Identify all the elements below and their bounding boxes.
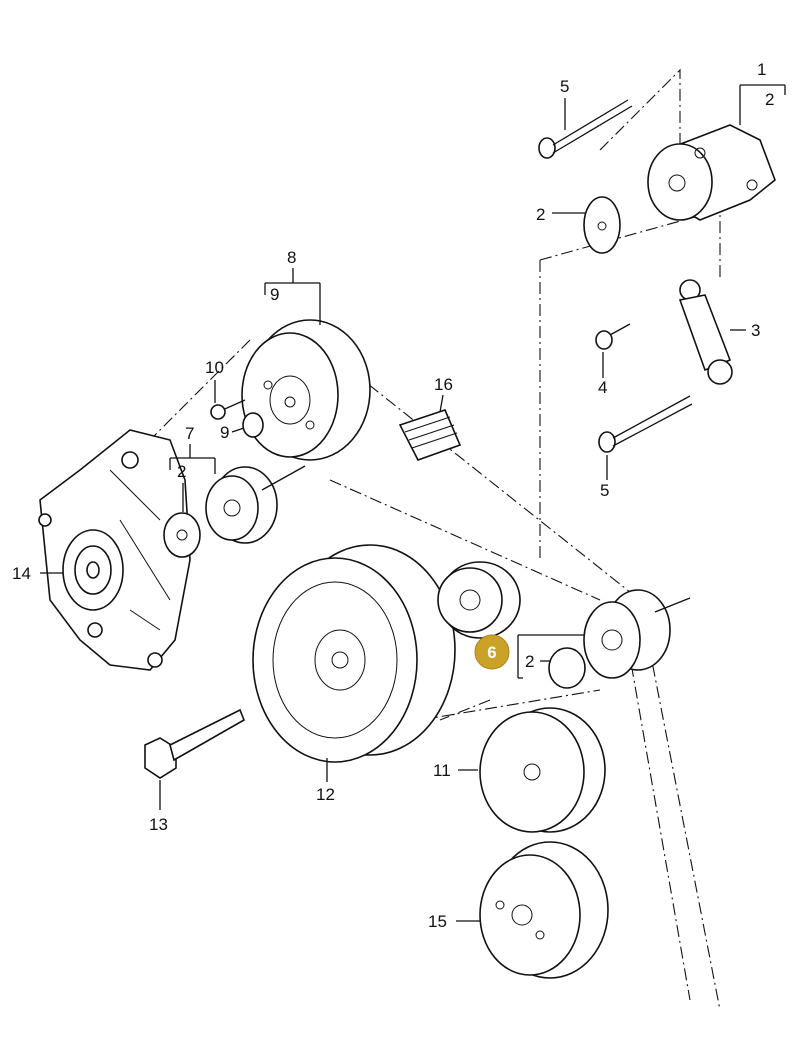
callout-2-right-cover: 2 xyxy=(525,652,534,671)
callout-11: 11 xyxy=(433,761,451,780)
tension-roller xyxy=(437,561,521,639)
belt-segment xyxy=(398,409,462,461)
callout-16: 16 xyxy=(434,375,453,394)
callout-4: 4 xyxy=(598,378,607,397)
cover-2-left xyxy=(163,512,201,558)
callout-2-top-cover: 2 xyxy=(536,205,545,224)
ac-compressor xyxy=(479,841,609,979)
alternator xyxy=(38,429,191,671)
cover-2-right xyxy=(548,647,586,689)
callout-6: 6 xyxy=(487,643,496,662)
bolt-10 xyxy=(210,399,246,420)
crank-bolt xyxy=(144,708,246,779)
callout-labels: 1 2 5 2 3 4 5 8 9 10 9 16 7 2 14 2 11 12… xyxy=(12,60,774,931)
bolt-5-bottom xyxy=(598,395,693,453)
callout-9-washer: 9 xyxy=(220,423,229,442)
callout-14: 14 xyxy=(12,564,31,583)
callout-9-upper: 9 xyxy=(270,285,279,304)
callout-2-tensioner: 2 xyxy=(765,90,774,109)
upper-pulley xyxy=(241,319,371,461)
callout-3: 3 xyxy=(751,321,760,340)
callout-10: 10 xyxy=(205,358,224,377)
tensioner xyxy=(647,124,776,221)
idler-pulley-7 xyxy=(205,465,306,544)
callout-5-top: 5 xyxy=(560,77,569,96)
callout-1: 1 xyxy=(757,60,766,79)
bolt-5-top xyxy=(538,99,633,159)
callout-5-bottom: 5 xyxy=(600,481,609,500)
damper xyxy=(678,279,733,385)
highlighted-callout-6[interactable]: 6 xyxy=(474,634,510,670)
cover-2-top xyxy=(583,196,621,254)
callout-8: 8 xyxy=(287,248,296,267)
callout-2-left-cover: 2 xyxy=(177,462,186,481)
callout-13: 13 xyxy=(149,815,168,834)
bolt-4 xyxy=(595,323,631,350)
washer-9 xyxy=(242,412,264,438)
crankshaft-pulley xyxy=(252,544,456,763)
pulley-11 xyxy=(479,707,606,833)
idler-pulley-6 xyxy=(583,589,691,679)
callout-15: 15 xyxy=(428,912,447,931)
callout-7: 7 xyxy=(185,424,194,443)
leader-lines xyxy=(40,84,786,922)
callout-12: 12 xyxy=(316,785,335,804)
